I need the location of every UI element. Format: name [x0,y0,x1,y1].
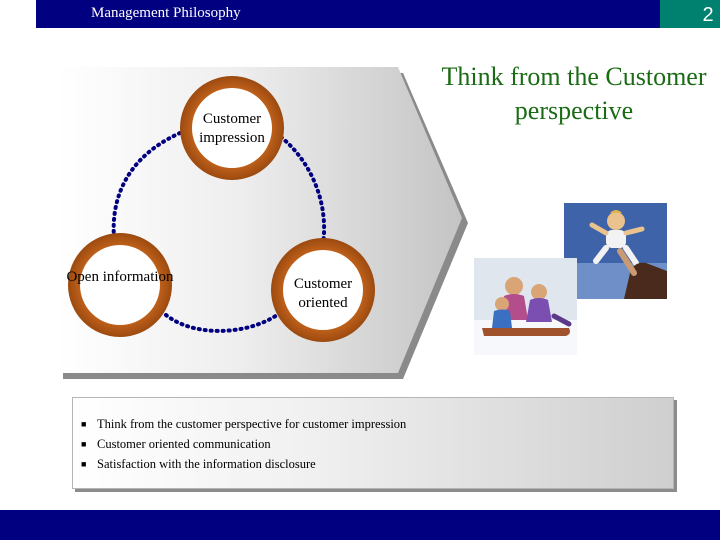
page-number: 2 [702,4,714,26]
bullet-text: Think from the customer perspective for … [97,417,407,431]
circle-open-information-core [80,245,160,325]
list-item: ■ Satisfaction with the information discl… [81,454,406,474]
page-number-box: 2 [660,0,720,28]
bullet-text: Customer oriented communication [97,437,271,451]
child-thrown-photo [564,203,667,299]
connector-bottom [164,311,282,333]
circle-label-customer-impression: Customer impression [199,111,265,146]
footer-bar [0,510,720,540]
bullet-text: Satisfaction with the information disclo… [97,457,316,471]
family-sled-photo [474,258,577,355]
connector-right [279,135,327,252]
list-item: ■ Customer oriented communication [81,434,406,454]
circle-label-open-information: Open information [66,269,174,285]
bullet-box: ■ Think from the customer perspective for… [72,397,674,489]
circle-label-customer-oriented: Customer oriented [293,276,353,311]
square-bullet-icon: ■ [81,459,87,469]
bullet-list: ■ Think from the customer perspective for… [81,414,406,474]
circle-customer-impression-core [192,88,272,168]
headline: Think from the Customer perspective [441,62,707,125]
circle-customer-oriented-core [283,250,363,330]
list-item: ■ Think from the customer perspective for… [81,414,406,434]
square-bullet-icon: ■ [81,419,87,429]
slide-title: Management Philosophy [91,5,241,21]
header-bar: Management Philosophy 2 [36,0,720,28]
square-bullet-icon: ■ [81,439,87,449]
